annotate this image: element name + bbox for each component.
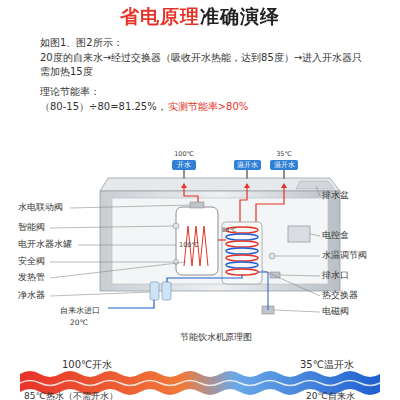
hot-pipe (218, 239, 226, 240)
drain-outlet (270, 272, 280, 278)
control-box (288, 226, 310, 242)
filter (150, 282, 159, 300)
smart-valve (173, 223, 179, 229)
cold-pipe (167, 275, 242, 282)
tap-pipe (283, 170, 285, 179)
coil (226, 255, 258, 261)
boiler-tank (176, 207, 218, 275)
label-text: 电控盒 (322, 230, 349, 241)
label-text: 水温调节阀 (322, 250, 367, 261)
leader-line (316, 186, 320, 196)
coil (226, 248, 258, 254)
leader-line (50, 226, 173, 228)
coil (226, 241, 258, 247)
leader-line (50, 262, 173, 263)
label-text: 自来水进口 (60, 306, 100, 317)
temperature-heading: 100℃ (172, 150, 196, 158)
page-title: 省电原理准确演绎 (120, 4, 280, 30)
linked-valve (190, 202, 204, 208)
title-wrap: 省电原理准确演绎 (0, 4, 400, 30)
label-text: 安全阀 (18, 256, 45, 267)
coil (226, 234, 258, 240)
label-text: 85℃ (222, 226, 236, 234)
cabinet-window (112, 198, 328, 284)
band-wave (20, 381, 380, 386)
label-text: 如图1、图2所示： (40, 36, 123, 50)
leader-line (310, 234, 320, 236)
leader-line (70, 205, 190, 208)
leader-line (280, 275, 320, 276)
leader-line (50, 262, 186, 278)
leader-line (274, 310, 320, 312)
coil (226, 262, 258, 268)
label-text: 智能阀 (18, 222, 45, 233)
tap-pipe (246, 170, 248, 179)
label-text: 实测节能率>80% (168, 100, 249, 114)
cabinet (100, 191, 340, 291)
filter (162, 282, 171, 300)
leader-line (262, 270, 320, 296)
temperature-heading: 35℃ (270, 150, 298, 158)
label-text: （80-15）÷80=81.25%， (40, 100, 167, 114)
leader-line (78, 245, 176, 246)
label-text: 20℃自来水 (306, 390, 355, 400)
label-text: 电开水器水罐 (18, 239, 72, 250)
temp-valve (269, 253, 275, 259)
label-text: 理论节能率： (40, 85, 100, 99)
sink-top (100, 178, 340, 191)
label-text: 20℃ (70, 318, 88, 328)
label-text: 水电联动阀 (18, 202, 63, 213)
label-text: 电磁阀 (322, 306, 349, 317)
tap-label-box: 100℃开水 (172, 160, 196, 170)
cold-pipe (108, 300, 154, 308)
tap-label-box: 温开水 (234, 160, 261, 170)
label-text: 热交换器 (322, 290, 358, 301)
label-text: 85℃热水（不需开水） (24, 390, 118, 400)
tap-name: 温开水 (274, 160, 295, 170)
drain-pipe (258, 272, 268, 310)
leader-line (50, 292, 150, 296)
leader-line (275, 256, 320, 257)
tap-name: 温开水 (237, 160, 258, 170)
label-text: 100℃开水 (62, 358, 112, 372)
label-text: 排水口 (322, 270, 349, 281)
tap-name: 开水 (177, 160, 191, 170)
flow-arrow (181, 183, 187, 188)
coil (226, 269, 258, 275)
label-text: 净水器 (18, 290, 45, 301)
drain-basin (296, 181, 334, 189)
label-text: 100℃ (179, 241, 199, 250)
label-text: 排水盆 (322, 190, 349, 201)
warm-pipe (256, 186, 284, 226)
flow-arrow (244, 183, 250, 188)
label-text: 20度的自来水→经过交换器（吸收开水热能，达到85度）→进入开水器只需加热15度 (40, 51, 370, 78)
label-text: 发热管 (18, 272, 45, 283)
safety-valve (174, 260, 179, 265)
label-text: 节能饮水机原理图 (180, 332, 252, 343)
leader-lines (50, 186, 320, 312)
tap-pipe (183, 170, 185, 179)
tap-label-box: 35℃温开水 (270, 160, 298, 170)
label-text: 35℃温开水 (300, 358, 354, 372)
hot-pipe (240, 186, 247, 226)
heat-exchanger-shell (222, 222, 262, 284)
flow-arrow (281, 183, 287, 188)
